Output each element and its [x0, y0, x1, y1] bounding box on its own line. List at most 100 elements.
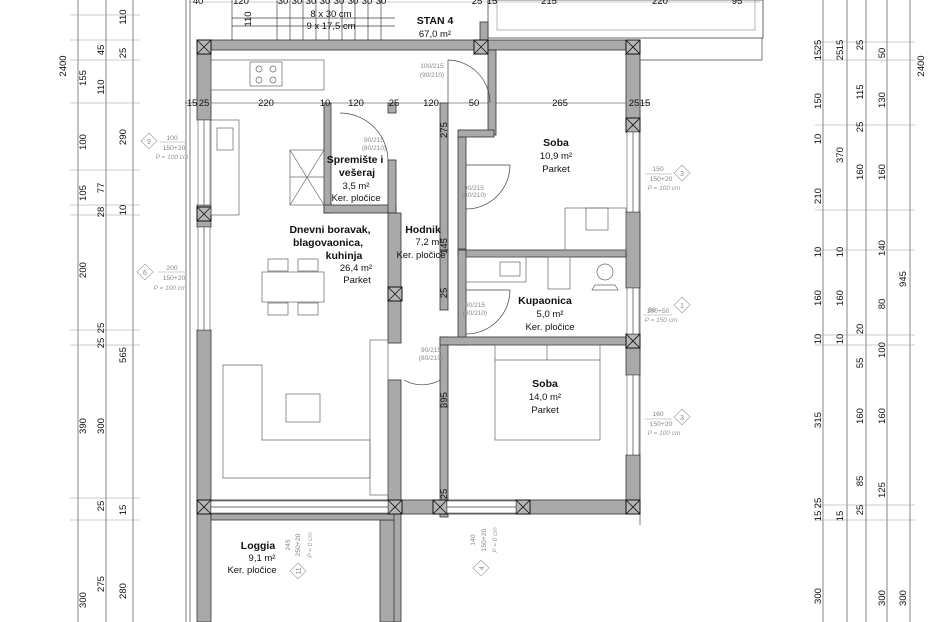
- svg-text:(80/210): (80/210): [462, 192, 486, 199]
- svg-text:25: 25: [96, 501, 107, 512]
- svg-text:P = 150 cm: P = 150 cm: [645, 317, 678, 324]
- svg-text:7,2 m²: 7,2 m²: [416, 237, 443, 248]
- svg-text:25: 25: [96, 338, 107, 349]
- svg-text:15: 15: [487, 0, 498, 7]
- svg-text:105: 105: [78, 185, 89, 201]
- svg-text:P = 100 cm: P = 100 cm: [156, 154, 189, 161]
- doors: [339, 59, 511, 386]
- svg-text:4: 4: [479, 566, 486, 570]
- svg-text:Loggia: Loggia: [241, 540, 276, 552]
- svg-text:30: 30: [334, 0, 345, 7]
- svg-text:395: 395: [439, 392, 450, 408]
- svg-text:blagovaonica,: blagovaonica,: [293, 237, 363, 249]
- svg-text:25: 25: [835, 50, 846, 61]
- svg-text:245: 245: [285, 539, 292, 551]
- svg-text:200: 200: [166, 265, 178, 272]
- svg-text:25: 25: [439, 288, 450, 299]
- svg-text:160: 160: [813, 290, 824, 306]
- svg-text:15: 15: [187, 98, 198, 109]
- window-tag-3-upper: 150 150+20 P = 100 cm 3: [645, 164, 691, 192]
- room-label-bathroom: Kupaonica 5,0 m² Ker. pločice: [518, 295, 574, 333]
- svg-text:Soba: Soba: [543, 137, 569, 149]
- svg-text:Spremište i: Spremište i: [327, 154, 384, 166]
- svg-text:100/215: 100/215: [420, 63, 444, 70]
- svg-text:100: 100: [78, 134, 89, 150]
- svg-text:100+50: 100+50: [647, 308, 670, 315]
- room-label-hallway: Hodnik 7,2 m² Ker. pločice: [396, 224, 445, 261]
- svg-text:P = 100 cm: P = 100 cm: [648, 430, 681, 437]
- svg-text:90/215: 90/215: [465, 302, 485, 309]
- svg-text:110: 110: [96, 79, 107, 94]
- svg-text:30: 30: [376, 0, 387, 7]
- room-label-storage: Spremište i vešeraj 3,5 m² Ker. pločice: [327, 154, 384, 204]
- svg-text:3: 3: [680, 415, 684, 422]
- svg-text:90/215: 90/215: [464, 185, 484, 192]
- room-label-bedroom-2: Soba 14,0 m² Parket: [529, 378, 561, 416]
- svg-text:25: 25: [118, 48, 129, 59]
- svg-text:160: 160: [855, 164, 866, 180]
- svg-text:30: 30: [292, 0, 303, 7]
- window-tag-9: 9 100 150+20 P = 100 cm: [140, 132, 189, 161]
- svg-text:15: 15: [835, 40, 846, 51]
- svg-text:215: 215: [541, 0, 557, 7]
- svg-text:50: 50: [469, 98, 480, 109]
- svg-text:300: 300: [96, 418, 107, 434]
- svg-text:100: 100: [166, 135, 178, 142]
- svg-text:15: 15: [813, 511, 824, 522]
- svg-text:55: 55: [855, 358, 866, 369]
- svg-text:140: 140: [470, 534, 477, 546]
- svg-text:(80/210): (80/210): [463, 310, 487, 317]
- svg-text:10: 10: [813, 134, 824, 145]
- structural-columns: [196, 39, 641, 515]
- svg-text:150: 150: [652, 166, 664, 173]
- svg-text:10: 10: [835, 247, 846, 258]
- svg-text:3: 3: [680, 171, 684, 178]
- svg-text:275: 275: [96, 576, 107, 592]
- svg-text:945: 945: [898, 271, 909, 287]
- svg-text:110: 110: [118, 9, 129, 24]
- svg-text:100: 100: [877, 342, 888, 358]
- svg-text:9 x 17,5 cm: 9 x 17,5 cm: [306, 21, 355, 32]
- svg-text:15: 15: [835, 511, 846, 522]
- svg-text:130: 130: [877, 92, 888, 108]
- svg-text:P = 0 cm: P = 0 cm: [307, 532, 314, 558]
- svg-text:Kupaonica: Kupaonica: [518, 295, 572, 307]
- window-tag-4: 4 140 150+20 P = 0 cm: [470, 527, 499, 577]
- svg-text:565: 565: [118, 347, 129, 363]
- svg-text:Ker. pločice: Ker. pločice: [396, 250, 445, 261]
- svg-text:26,4 m²: 26,4 m²: [340, 263, 372, 274]
- svg-text:Ker. pločice: Ker. pločice: [227, 565, 276, 576]
- svg-text:200: 200: [78, 262, 89, 278]
- svg-text:10,9 m²: 10,9 m²: [540, 151, 572, 162]
- svg-text:15: 15: [813, 50, 824, 61]
- upper-structures: [185, 0, 764, 622]
- svg-text:120: 120: [233, 0, 249, 7]
- svg-text:9: 9: [147, 139, 151, 146]
- svg-text:28: 28: [96, 207, 107, 218]
- svg-text:150+20: 150+20: [481, 528, 488, 551]
- svg-text:10: 10: [118, 205, 129, 216]
- room-label-living: Dnevni boravak, blagovaonica, kuhinja 26…: [289, 224, 372, 286]
- svg-text:P = 100 cm: P = 100 cm: [648, 185, 681, 192]
- svg-text:290: 290: [118, 129, 129, 145]
- svg-text:2400: 2400: [58, 55, 69, 76]
- svg-text:15: 15: [118, 505, 129, 516]
- svg-text:30: 30: [278, 0, 289, 7]
- svg-text:Soba: Soba: [532, 378, 558, 390]
- svg-text:50: 50: [877, 48, 888, 59]
- svg-text:25: 25: [96, 323, 107, 334]
- stair-label: 8 x 30 cm 9 x 17,5 cm: [306, 9, 355, 32]
- svg-text:125: 125: [877, 482, 888, 498]
- svg-text:145: 145: [439, 238, 450, 254]
- svg-text:85: 85: [855, 476, 866, 487]
- svg-text:15: 15: [640, 98, 651, 109]
- svg-text:10: 10: [813, 334, 824, 345]
- svg-text:220: 220: [258, 98, 274, 109]
- svg-text:9,1 m²: 9,1 m²: [249, 553, 276, 564]
- svg-text:25: 25: [855, 40, 866, 51]
- svg-text:8 x 30 cm: 8 x 30 cm: [310, 9, 351, 20]
- svg-text:160: 160: [877, 408, 888, 424]
- svg-text:150: 150: [813, 93, 824, 109]
- room-label-loggia: Loggia 9,1 m² Ker. pločice: [227, 540, 276, 576]
